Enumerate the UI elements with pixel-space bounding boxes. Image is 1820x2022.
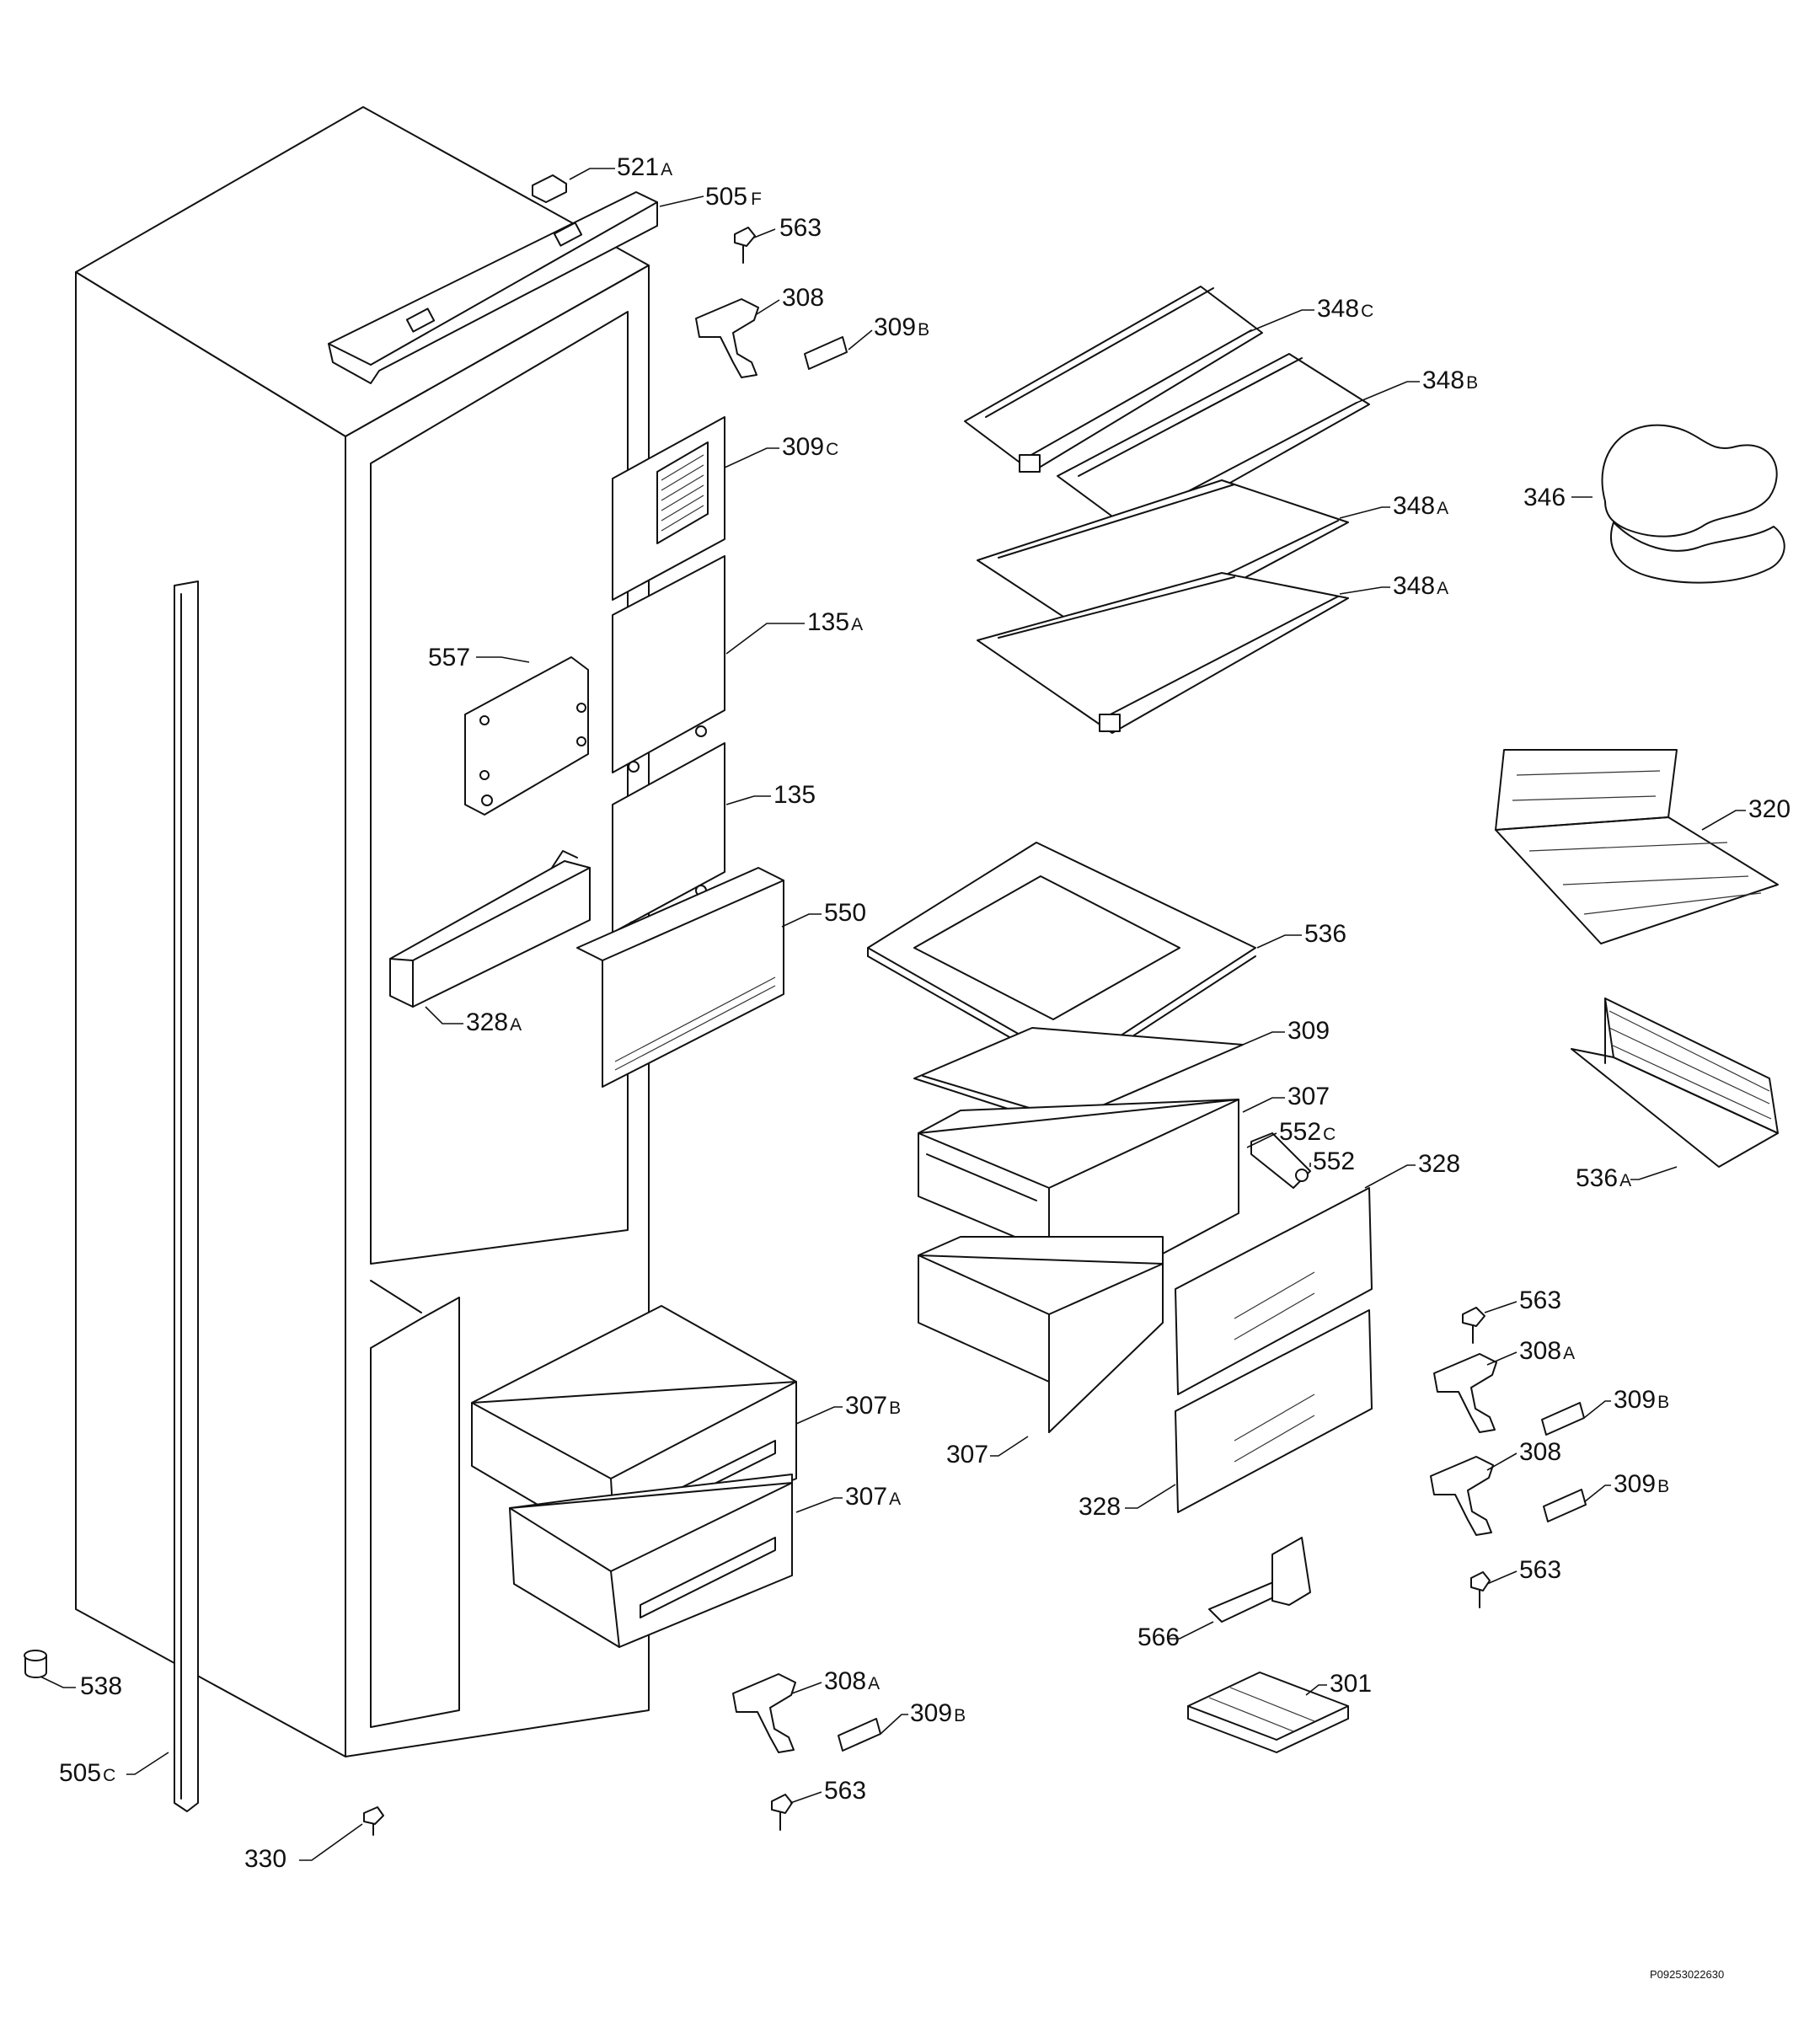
screw-563-right (1462, 1307, 1485, 1344)
door-seal-505c (174, 580, 199, 1812)
label-308-top: 308 (782, 284, 824, 312)
label-330: 330 (244, 1845, 286, 1873)
label-536a: 536A (1576, 1164, 1631, 1192)
top-trim-505f (328, 191, 658, 384)
ice-tray-301 (1187, 1672, 1349, 1753)
label-309b-right1: 309B (1614, 1386, 1669, 1414)
label-307-top: 307 (1287, 1083, 1330, 1110)
label-563-right: 563 (1519, 1286, 1561, 1314)
label-538: 538 (80, 1672, 122, 1700)
label-348a-2: 348A (1393, 572, 1448, 600)
leader-lines (40, 168, 1746, 1861)
cabinet-body (75, 106, 650, 1757)
cover-557 (464, 656, 589, 816)
label-301: 301 (1330, 1670, 1372, 1698)
label-135: 135 (774, 781, 816, 809)
label-308a-right: 308A (1519, 1337, 1575, 1365)
label-552: 552 (1313, 1147, 1355, 1175)
flap-135a (612, 555, 725, 773)
drawer-front-328-bottom (1175, 1309, 1373, 1513)
crisper-drawer-307a (509, 1474, 793, 1648)
hinge-cover-309b-right1 (1541, 1402, 1585, 1436)
label-328-top: 328 (1418, 1150, 1460, 1178)
wire-rack-536a (1571, 998, 1779, 1168)
plate-550 (576, 867, 784, 1088)
door-bin-328a (389, 850, 591, 1008)
screw-330 (363, 1806, 384, 1836)
label-307b: 307B (845, 1392, 901, 1420)
rail-552 (1250, 1132, 1311, 1189)
label-550: 550 (824, 899, 866, 927)
hinge-308a-right (1433, 1353, 1497, 1433)
hinge-308-right (1430, 1456, 1494, 1536)
label-348b: 348B (1422, 366, 1478, 394)
label-346: 346 (1523, 484, 1566, 511)
cap-521a (532, 174, 567, 203)
hinge-cover-309b-bottom (838, 1718, 881, 1752)
screw-563-right-bottom (1470, 1571, 1491, 1608)
hinge-cover-309b-right2 (1543, 1489, 1587, 1522)
label-505c: 505C (59, 1759, 115, 1787)
label-328a: 328A (466, 1008, 522, 1036)
label-566: 566 (1138, 1623, 1180, 1651)
label-521a: 521A (617, 153, 672, 181)
front-panel-309c (612, 416, 725, 601)
screw-563-bottom (771, 1794, 793, 1831)
ice-scraper-566 (1208, 1537, 1311, 1623)
label-563-right-bottom: 563 (1519, 1556, 1561, 1584)
egg-tray-346 (1601, 424, 1785, 584)
label-309b-top: 309B (874, 313, 929, 341)
glass-shelf-348a-2 (977, 572, 1349, 734)
drawer-front-328-top (1175, 1187, 1373, 1395)
label-308a-bottom: 308A (824, 1667, 880, 1695)
drawing-reference-number: P09253022630 (1650, 1968, 1724, 1981)
hinge-308a-bottom (732, 1673, 796, 1753)
label-309: 309 (1287, 1017, 1330, 1045)
label-309b-right2: 309B (1614, 1470, 1669, 1498)
wire-basket-320 (1495, 749, 1779, 944)
drawer-307-bottom (918, 1236, 1164, 1433)
hinge-308-top (695, 298, 759, 378)
label-307a: 307A (845, 1483, 901, 1511)
glass-shelf-348c (964, 286, 1263, 473)
label-309c: 309C (782, 433, 838, 461)
foot-538 (24, 1650, 47, 1678)
label-563-bottom: 563 (824, 1777, 866, 1805)
label-308-right: 308 (1519, 1438, 1561, 1466)
label-552c: 552C (1279, 1118, 1336, 1146)
label-348a-1: 348A (1393, 492, 1448, 520)
label-307-bottom: 307 (946, 1441, 988, 1468)
label-348c: 348C (1317, 295, 1373, 323)
label-135a: 135A (807, 608, 863, 636)
hinge-cover-309b-top (804, 336, 848, 370)
screw-563-top (734, 227, 756, 264)
label-320: 320 (1748, 795, 1791, 823)
label-536: 536 (1304, 920, 1346, 948)
label-328-bottom: 328 (1079, 1493, 1121, 1521)
label-557: 557 (428, 644, 470, 671)
label-309b-bottom: 309B (910, 1699, 966, 1727)
label-563-top: 563 (779, 214, 822, 242)
